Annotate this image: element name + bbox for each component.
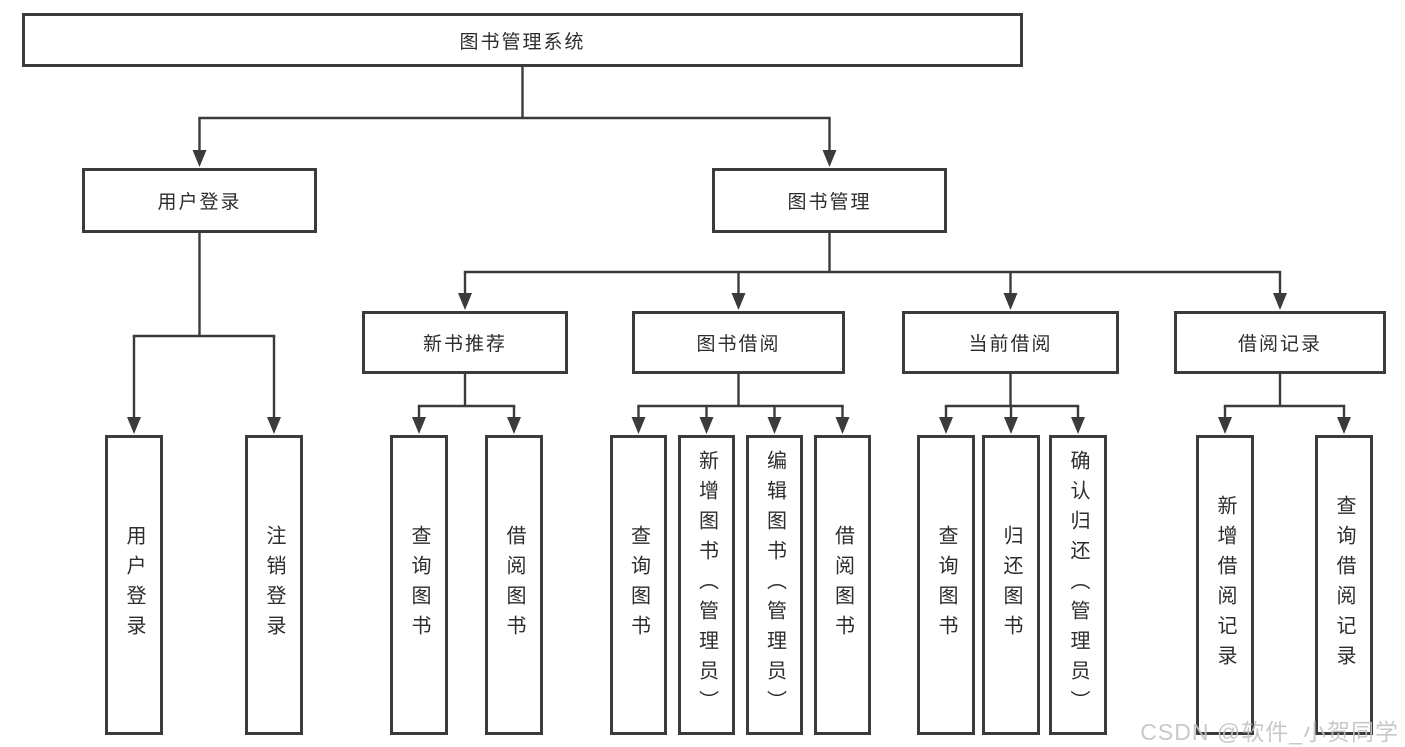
arrowhead-icon — [1218, 417, 1232, 434]
node-label: 图书管理系统 — [459, 31, 586, 53]
node-leaf-bb-search: 查询图书 — [610, 435, 667, 735]
arrowhead-icon — [822, 150, 837, 167]
arrowhead-icon — [1004, 417, 1018, 434]
node-root: 图书管理系统 — [22, 13, 1023, 67]
node-leaf-br-search: 查询借阅记录 — [1315, 435, 1373, 735]
arrowhead-icon — [412, 417, 426, 434]
node-leaf-bb-add: 新增图书（管理员） — [678, 435, 735, 735]
arrowhead-icon — [1273, 293, 1287, 310]
arrowhead-icon — [939, 417, 953, 434]
node-label: 借阅图书 — [831, 525, 854, 645]
node-leaf-rec-borrow: 借阅图书 — [485, 435, 543, 735]
arrowhead-icon — [267, 417, 281, 434]
node-label: 当前借阅 — [968, 334, 1053, 355]
node-leaf-user-login: 用户登录 — [105, 435, 163, 735]
node-label: 用户登录 — [157, 192, 242, 213]
node-leaf-rec-search: 查询图书 — [390, 435, 448, 735]
watermark: CSDN @软件_小贺同学 — [1140, 719, 1399, 745]
arrowhead-icon — [127, 417, 141, 434]
node-label: 用户登录 — [123, 525, 145, 645]
node-label: 确认归还（管理员） — [1067, 450, 1089, 720]
node-leaf-bb-borrow: 借阅图书 — [814, 435, 871, 735]
node-label: 归还图书 — [1000, 525, 1022, 645]
node-label: 新增借阅记录 — [1214, 495, 1236, 675]
node-book-mgmt: 图书管理 — [712, 168, 947, 233]
node-borrow-records: 借阅记录 — [1174, 311, 1386, 374]
arrowhead-icon — [1071, 417, 1085, 434]
node-label: 新增图书（管理员） — [695, 450, 718, 720]
node-leaf-cb-search: 查询图书 — [917, 435, 975, 735]
arrowhead-icon — [731, 293, 746, 310]
node-label: 查询借阅记录 — [1333, 495, 1355, 675]
node-current-borrow: 当前借阅 — [902, 311, 1119, 374]
arrowhead-icon — [699, 417, 714, 434]
arrowhead-icon — [1003, 293, 1018, 310]
arrowhead-icon — [835, 417, 850, 434]
node-new-book-rec: 新书推荐 — [362, 311, 568, 374]
node-label: 借阅记录 — [1237, 334, 1322, 355]
node-user-login: 用户登录 — [82, 168, 317, 233]
node-leaf-br-add: 新增借阅记录 — [1196, 435, 1254, 735]
node-leaf-bb-edit: 编辑图书（管理员） — [746, 435, 803, 735]
node-leaf-cb-confirm: 确认归还（管理员） — [1049, 435, 1107, 735]
node-label: 查询图书 — [935, 525, 957, 645]
arrowhead-icon — [1337, 417, 1351, 434]
node-leaf-cb-return: 归还图书 — [982, 435, 1040, 735]
node-label: 查询图书 — [627, 525, 650, 645]
arrowhead-icon — [458, 293, 472, 310]
arrowhead-icon — [767, 417, 782, 434]
node-label: 图书借阅 — [696, 334, 781, 355]
arrowhead-icon — [192, 150, 207, 167]
node-label: 注销登录 — [263, 525, 285, 645]
node-label: 新书推荐 — [422, 334, 507, 355]
arrowhead-icon — [631, 417, 646, 434]
node-leaf-logout: 注销登录 — [245, 435, 303, 735]
node-book-borrow: 图书借阅 — [632, 311, 845, 374]
arrowhead-icon — [507, 417, 521, 434]
node-label: 编辑图书（管理员） — [763, 450, 786, 720]
node-label: 查询图书 — [408, 525, 430, 645]
node-label: 借阅图书 — [503, 525, 525, 645]
node-label: 图书管理 — [787, 192, 872, 213]
